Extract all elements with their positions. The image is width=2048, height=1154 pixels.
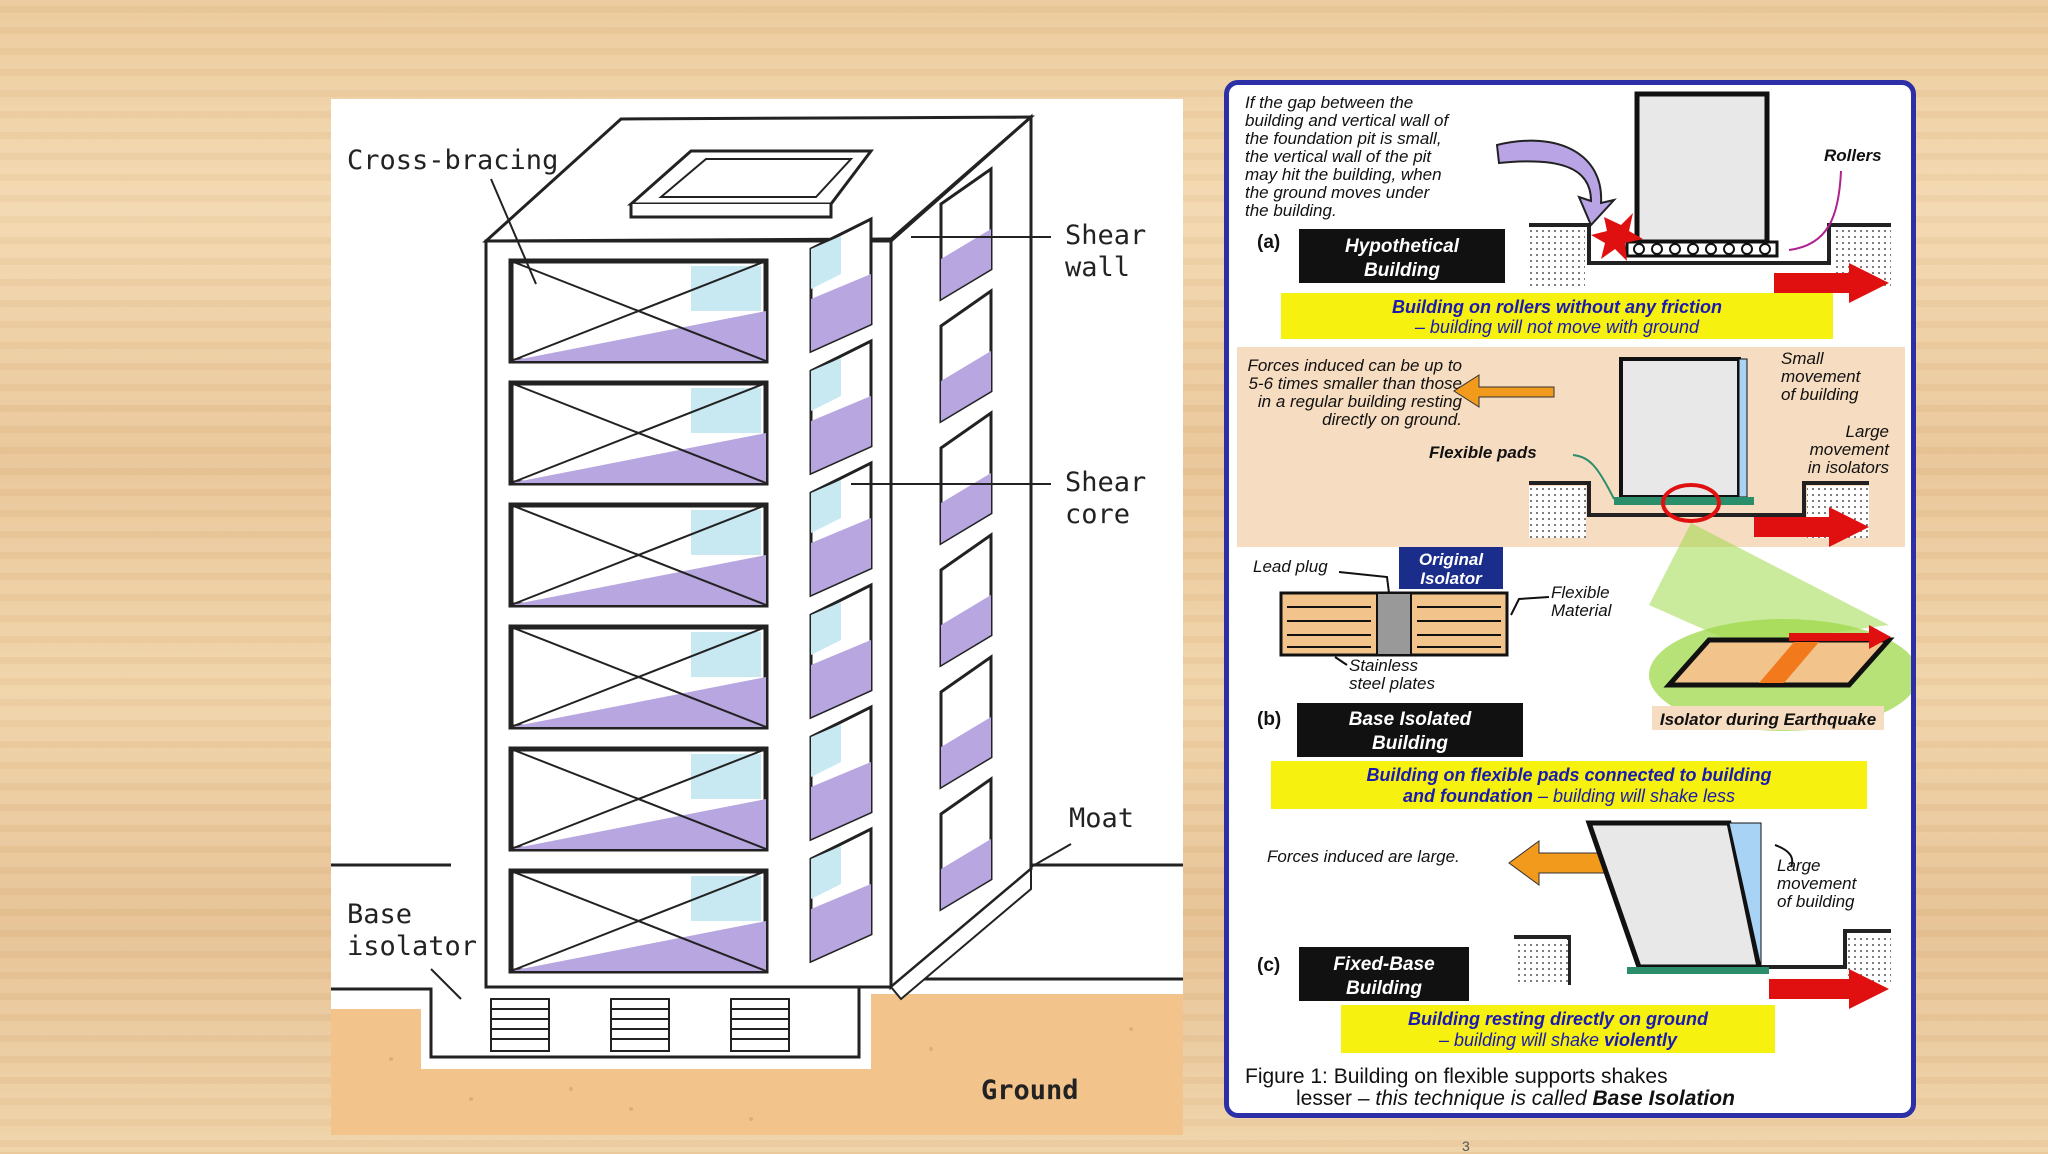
title-b-box	[1297, 703, 1523, 757]
label-shear-core-2: core	[1065, 499, 1130, 530]
caption-c-2: – building will shake violently	[1438, 1030, 1678, 1050]
section-c: Forces induced are large. Large movement…	[1257, 820, 1891, 1053]
rollers	[1625, 240, 1779, 258]
label-base-isolator-1: Base	[347, 899, 412, 930]
forces-b-4: directly on ground.	[1322, 410, 1462, 429]
front-bays	[508, 258, 769, 974]
small-movement-1: Small	[1781, 349, 1825, 368]
red-arrow-b	[1754, 507, 1869, 547]
small-movement-2: movement	[1781, 367, 1862, 386]
caption-a-box	[1281, 293, 1833, 339]
letter-b: (b)	[1257, 709, 1281, 730]
red-arrow-c	[1769, 969, 1889, 1009]
note-a-3: the foundation pit is small,	[1245, 129, 1442, 148]
note-a-6: the ground moves under	[1245, 183, 1431, 202]
label-shear-core-1: Shear	[1065, 467, 1146, 498]
label-rollers: Rollers	[1824, 146, 1882, 165]
orange-arrow-b	[1453, 374, 1555, 408]
base-isolated-building	[1619, 357, 1741, 499]
base-isolators	[490, 998, 790, 1052]
letter-a: (a)	[1257, 232, 1280, 253]
title-b-2: Building	[1372, 733, 1448, 754]
base-isolation-figure: If the gap between the building and vert…	[1224, 80, 1916, 1118]
label-lead-plug: Lead plug	[1253, 557, 1328, 576]
caption-a-1: Building on rollers without any friction	[1392, 297, 1722, 317]
large-movement-c-3: of building	[1777, 892, 1855, 911]
isolator-highlight	[1661, 483, 1721, 523]
impact-burst	[1591, 213, 1643, 261]
label-ground: Ground	[981, 1075, 1079, 1106]
note-a-1: If the gap between the	[1245, 93, 1413, 112]
large-movement-b-3: in isolators	[1808, 458, 1890, 477]
section-b: Forces induced can be up to 5-6 times sm…	[1237, 347, 1911, 809]
building-structure-diagram: Cross-bracing Shear wall Shear core Moat…	[331, 99, 1183, 1135]
label-shear-wall-1: Shear	[1065, 220, 1146, 251]
title-a-box	[1299, 229, 1505, 283]
title-a-1: Hypothetical	[1345, 236, 1460, 257]
section-a: If the gap between the building and vert…	[1245, 91, 1891, 339]
ground-soil	[331, 994, 1183, 1135]
label-moat: Moat	[1069, 803, 1134, 834]
leader-lines	[430, 178, 1072, 1000]
flexible-pads	[1614, 497, 1754, 505]
large-movement-b-1: Large	[1846, 422, 1889, 441]
title-a-2: Building	[1364, 260, 1440, 281]
steel-plates-2: steel plates	[1349, 674, 1435, 693]
side-bays	[809, 166, 993, 964]
building-svg: Cross-bracing Shear wall Shear core Moat…	[331, 113, 1183, 1135]
figure-caption-2: lesser – this technique is called Base I…	[1296, 1087, 1735, 1110]
caption-c-box	[1341, 1005, 1775, 1053]
steel-plates-1: Stainless	[1349, 656, 1418, 675]
forces-b-1: Forces induced can be up to	[1247, 356, 1462, 375]
figure-caption-1: Figure 1: Building on flexible supports …	[1245, 1065, 1668, 1088]
base-isolation-svg: If the gap between the building and vert…	[1237, 91, 1911, 1110]
soil-dots	[389, 1027, 1133, 1121]
large-movement-c-2: movement	[1777, 874, 1858, 893]
original-isolator-2: Isolator	[1420, 569, 1483, 588]
caption-b-1: Building on flexible pads connected to b…	[1367, 765, 1772, 785]
note-a-7: the building.	[1245, 201, 1337, 220]
caption-c-1: Building resting directly on ground	[1408, 1009, 1709, 1029]
caption-b-2: and foundation – building will shake les…	[1403, 786, 1735, 806]
letter-c: (c)	[1257, 955, 1280, 976]
title-c-1: Fixed-Base	[1333, 954, 1435, 975]
note-a-4: the vertical wall of the pit	[1245, 147, 1432, 166]
title-c-2: Building	[1346, 978, 1422, 999]
small-movement-3: of building	[1781, 385, 1859, 404]
label-shear-wall-2: wall	[1065, 252, 1130, 283]
flexible-material-1: Flexible	[1551, 583, 1610, 602]
page-number: 3	[1462, 1138, 1470, 1154]
forces-b-2: 5-6 times smaller than those	[1248, 374, 1462, 393]
label-cross-bracing: Cross-bracing	[347, 145, 558, 176]
flexible-material-2: Material	[1551, 601, 1613, 620]
original-isolator-1: Original	[1419, 550, 1485, 569]
forces-c: Forces induced are large.	[1267, 847, 1460, 866]
caption-b-box	[1271, 761, 1867, 809]
label-flexible-pads: Flexible pads	[1429, 443, 1537, 462]
purple-arrow	[1495, 139, 1617, 227]
label-base-isolator-2: isolator	[347, 931, 477, 962]
note-a-2: building and vertical wall of	[1245, 111, 1450, 130]
forces-b-3: in a regular building resting	[1258, 392, 1463, 411]
caption-a-2: – building will not move with ground	[1414, 317, 1700, 337]
title-c-box	[1299, 947, 1469, 1001]
large-movement-c-1: Large	[1777, 856, 1820, 875]
original-isolator-box	[1399, 547, 1503, 589]
large-movement-b-2: movement	[1810, 440, 1891, 459]
note-a-5: may hit the building, when	[1245, 165, 1442, 184]
hypothetical-building	[1634, 91, 1770, 245]
title-b-1: Base Isolated	[1349, 709, 1472, 730]
label-isolator-eq: Isolator during Earthquake	[1660, 710, 1876, 729]
